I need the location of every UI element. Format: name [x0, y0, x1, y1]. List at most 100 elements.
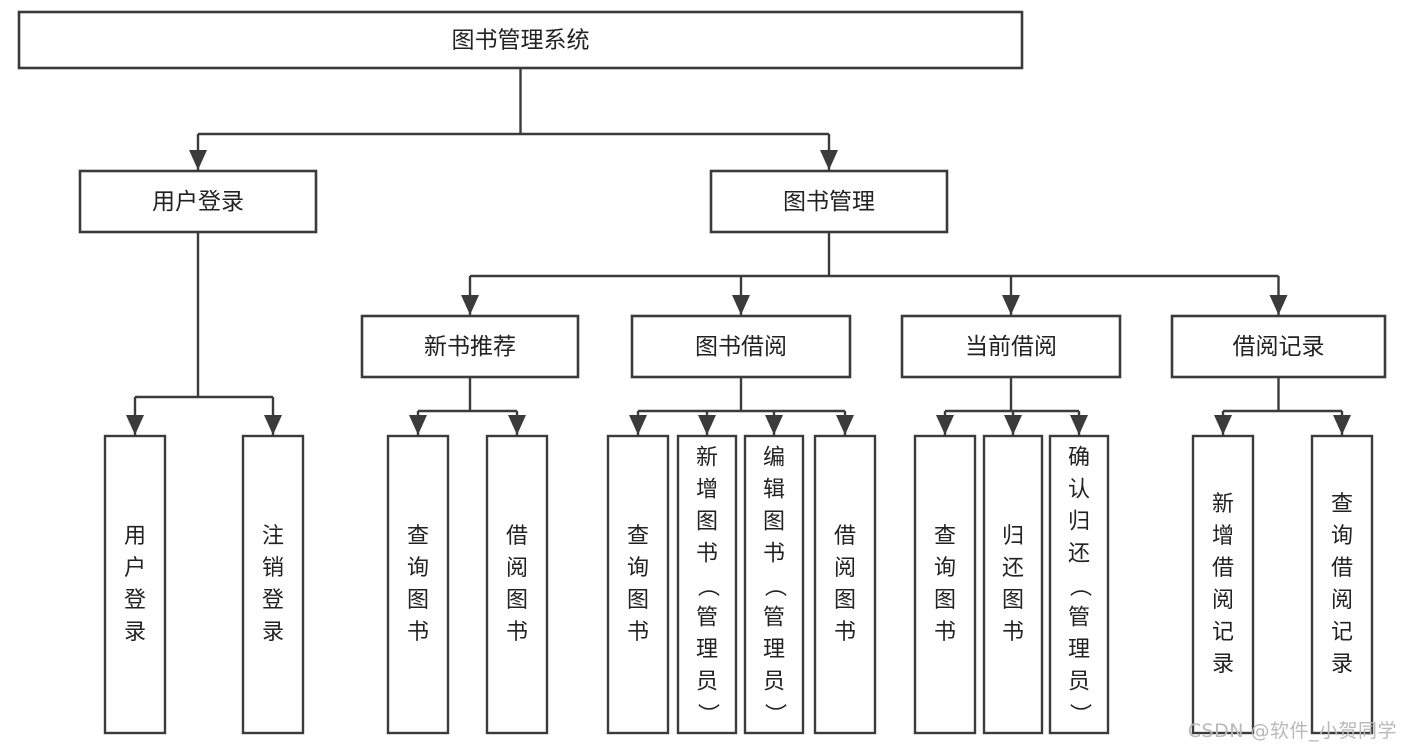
- node-label-char: 查: [1331, 492, 1353, 517]
- node-label-char: 管: [763, 606, 785, 631]
- node-label-char: 查: [407, 524, 429, 549]
- arrow-head-icon: [1002, 295, 1020, 315]
- node-label-char: 询: [934, 556, 956, 581]
- arrow-head-icon: [189, 150, 207, 170]
- arrow-head-icon: [126, 415, 144, 435]
- node-label-char: 录: [1212, 652, 1234, 677]
- node-box-user-login: [78, 169, 318, 234]
- node-box-leaf-confirm-return: [1048, 434, 1110, 735]
- node-borrow-record[interactable]: 借阅记录: [1170, 314, 1387, 379]
- node-leaf-query-book-cur[interactable]: 查询图书查询图书: [0, 0, 977, 735]
- node-label-borrow-record: 借阅记录: [1233, 334, 1325, 360]
- node-label-char: ）: [695, 703, 720, 725]
- node-label-char: 借: [1331, 556, 1353, 581]
- node-label-char: ）: [1067, 703, 1092, 725]
- node-label-char: 图: [696, 510, 718, 535]
- node-label-char: 登: [124, 588, 146, 613]
- node-label-current-borrow: 当前借阅: [965, 334, 1057, 360]
- node-box-book-borrow: [630, 314, 852, 379]
- node-label-char: 销: [262, 556, 284, 581]
- node-label-char: 理: [763, 638, 785, 663]
- node-label-char: 管: [696, 606, 718, 631]
- node-leaf-borrow-book-rec[interactable]: 借阅图书借阅图书: [0, 0, 549, 735]
- arrow-head-icon: [732, 295, 750, 315]
- node-box-leaf-edit-book: [743, 434, 805, 735]
- node-book-borrow[interactable]: 图书借阅: [630, 314, 852, 379]
- node-box-leaf-query-record: [1310, 434, 1374, 735]
- node-box-root: [17, 10, 1024, 70]
- node-label-char: 新: [696, 446, 718, 471]
- arrow-head-icon: [1070, 415, 1088, 435]
- node-label-book-manage: 图书管理: [783, 189, 875, 215]
- node-box-leaf-user-login: [103, 434, 167, 735]
- node-label-char: 图: [407, 588, 429, 613]
- node-label-char: 借: [506, 524, 528, 549]
- node-leaf-add-record[interactable]: 新增借阅记录新增借阅记录: [0, 0, 1255, 735]
- arrow-head-icon: [629, 415, 647, 435]
- node-label-char: 录: [1331, 652, 1353, 677]
- node-label-char: 阅: [1212, 588, 1234, 613]
- node-label-char: 询: [1331, 524, 1353, 549]
- node-label-char: 书: [627, 620, 649, 645]
- node-root[interactable]: 图书管理系统: [17, 10, 1024, 70]
- arrow-head-icon: [508, 415, 526, 435]
- node-leaf-query-book-borrow[interactable]: 查询图书查询图书: [0, 0, 670, 735]
- node-label-char: 图: [763, 510, 785, 535]
- node-box-leaf-return-book: [982, 434, 1044, 735]
- node-leaf-logout[interactable]: 注销登录注销登录: [0, 0, 305, 735]
- node-label-char: 员: [1068, 670, 1090, 695]
- node-label-char: 用: [124, 524, 146, 549]
- node-label-char: 辑: [763, 478, 785, 503]
- node-new-book-rec[interactable]: 新书推荐: [360, 314, 580, 379]
- node-book-manage[interactable]: 图书管理: [709, 169, 949, 234]
- node-label-char: （: [762, 575, 787, 597]
- node-label-char: 户: [124, 556, 146, 581]
- node-label-char: 认: [1068, 478, 1090, 503]
- node-label-char: 书: [696, 542, 718, 567]
- arrow-head-icon: [1269, 295, 1288, 315]
- node-label-char: 员: [763, 670, 785, 695]
- node-label-char: 理: [696, 638, 718, 663]
- node-label-new-book-rec: 新书推荐: [424, 334, 516, 360]
- node-box-leaf-add-book: [676, 434, 738, 735]
- node-label-char: 归: [1068, 510, 1090, 535]
- node-label-char: 书: [763, 542, 785, 567]
- node-box-leaf-borrow-book: [813, 434, 877, 735]
- node-label-book-borrow: 图书借阅: [695, 334, 787, 360]
- node-leaf-query-book-rec[interactable]: 查询图书查询图书: [0, 0, 450, 735]
- node-box-leaf-query-book-borrow: [606, 434, 670, 735]
- node-user-login[interactable]: 用户登录: [78, 169, 318, 234]
- node-leaf-borrow-book[interactable]: 借阅图书借阅图书: [0, 0, 877, 735]
- node-label-char: 登: [262, 588, 284, 613]
- node-label-char: 图: [1002, 588, 1024, 613]
- node-label-char: 管: [1068, 606, 1090, 631]
- arrow-head-icon: [1333, 415, 1351, 435]
- node-label-char: 查: [934, 524, 956, 549]
- node-leaf-user-login[interactable]: 用户登录用户登录: [0, 0, 167, 735]
- node-label-char: 阅: [834, 556, 856, 581]
- node-label-char: （: [1067, 575, 1092, 597]
- node-label-char: 新: [1212, 492, 1234, 517]
- node-label-char: 归: [1002, 524, 1024, 549]
- node-label-char: 图: [506, 588, 528, 613]
- node-layer: 图书管理系统用户登录图书管理新书推荐图书借阅当前借阅借阅记录用户登录用户登录注销…: [0, 0, 1387, 735]
- node-label-char: 记: [1331, 620, 1353, 645]
- arrow-head-icon: [1214, 415, 1232, 435]
- node-box-leaf-add-record: [1191, 434, 1255, 735]
- node-label-char: 借: [834, 524, 856, 549]
- node-current-borrow[interactable]: 当前借阅: [900, 314, 1122, 379]
- node-leaf-return-book[interactable]: 归还图书归还图书: [0, 0, 1044, 735]
- node-label-char: 还: [1002, 556, 1024, 581]
- node-leaf-query-record[interactable]: 查询借阅记录查询借阅记录: [0, 0, 1374, 735]
- arrow-head-icon: [409, 415, 427, 435]
- node-box-leaf-query-book-rec: [386, 434, 450, 735]
- node-label-char: 增: [1212, 524, 1234, 549]
- connector-layer: [126, 68, 1351, 435]
- node-label-char: ）: [762, 703, 787, 725]
- node-box-new-book-rec: [360, 314, 580, 379]
